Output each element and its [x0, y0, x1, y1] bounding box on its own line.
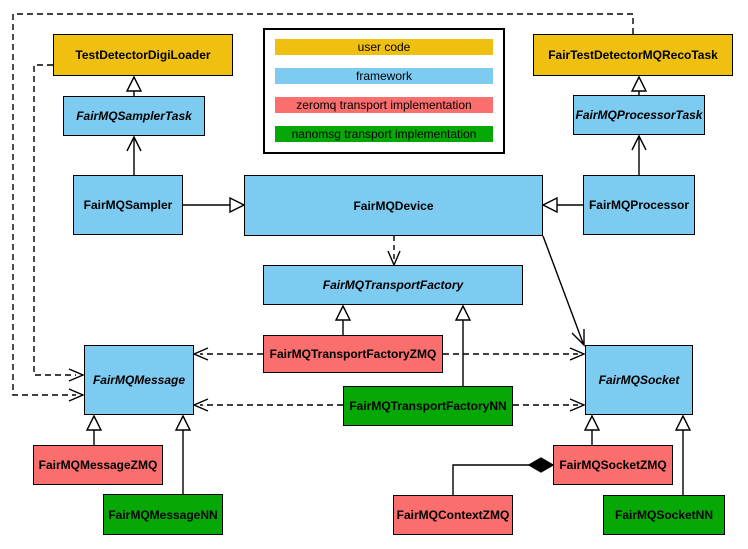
legend-framework: framework	[275, 68, 493, 84]
edge-samplertask-digiloader	[125, 75, 143, 96]
hollow-triangle	[674, 414, 692, 431]
hollow-triangle	[125, 75, 143, 92]
edge-processor-to-device	[541, 196, 583, 214]
open-arrowhead	[126, 135, 142, 152]
node-label: FairMQMessage	[92, 373, 186, 387]
node-label: FairMQMessageNN	[108, 507, 218, 522]
open-arrowhead	[68, 388, 85, 402]
node-label: FairMQSocketZMQ	[559, 458, 667, 472]
node-fairmqmessage: FairMQMessage	[84, 345, 194, 415]
hollow-triangle	[334, 304, 352, 321]
open-arrowhead	[569, 347, 586, 361]
edge-messagezmq-to-message	[85, 414, 103, 445]
node-label: FairMQDevice	[353, 198, 434, 213]
legend-framework-label: framework	[355, 69, 412, 83]
legend-zeromq-label: zeromq transport implementation	[296, 98, 472, 112]
node-fairmqtransportfactorynn: FairMQTransportFactoryNN	[343, 386, 513, 426]
edge-contextzmq-to-socketzmq-composition	[452, 457, 555, 495]
edge-device-to-socket	[542, 235, 585, 347]
edge-socketzmq-to-socket	[583, 414, 601, 445]
edge-factorynn-to-factory	[454, 304, 472, 386]
edge-device-to-factory-dashed	[387, 236, 401, 267]
open-arrowhead	[631, 134, 647, 151]
node-fairmqtransportfactoryzmq: FairMQTransportFactoryZMQ	[263, 335, 443, 373]
node-label: FairMQContextZMQ	[396, 508, 510, 522]
open-arrowhead	[192, 347, 209, 361]
node-fairmqcontextzmq: FairMQContextZMQ	[393, 495, 513, 535]
node-label: FairMQProcessorTask	[575, 108, 703, 122]
legend-zeromq: zeromq transport implementation	[275, 97, 493, 113]
edge-factoryzmq-to-factory	[334, 304, 352, 335]
node-label: FairMQTransportFactoryNN	[349, 399, 507, 413]
node-fairmqsamplertask: FairMQSamplerTask	[63, 96, 205, 136]
legend-user-code-label: user code	[357, 40, 411, 54]
node-label: FairTestDetectorMQRecoTask	[548, 48, 718, 62]
filled-diamond	[527, 457, 555, 473]
hollow-triangle	[541, 196, 558, 214]
node-fairmqdevice: FairMQDevice	[244, 175, 543, 236]
node-fairmqtransportfactory: FairMQTransportFactory	[263, 265, 523, 305]
node-label: FairMQProcessor	[588, 198, 690, 212]
hollow-triangle	[630, 75, 648, 92]
hollow-triangle	[583, 414, 601, 431]
legend-nanomsg-label: nanomsg transport implementation	[291, 127, 477, 141]
node-label: FairMQTransportFactoryZMQ	[269, 347, 437, 361]
node-fairmqmessagezmq: FairMQMessageZMQ	[33, 445, 163, 485]
hollow-triangle	[174, 414, 192, 431]
legend-nanomsg: nanomsg transport implementation	[275, 126, 493, 142]
node-fairmqsocketnn: FairMQSocketNN	[603, 495, 725, 535]
node-fairmqsocket: FairMQSocket	[585, 345, 693, 415]
open-arrowhead	[68, 368, 85, 382]
edge-sampler-to-samplertask	[126, 135, 142, 175]
edge-socketnn-to-socket	[674, 414, 692, 495]
node-fairtestdetectormqrecotask: FairTestDetectorMQRecoTask	[533, 34, 733, 76]
edge-messagenn-to-message	[174, 414, 192, 494]
hollow-triangle	[454, 304, 472, 321]
node-fairmqsampler: FairMQSampler	[73, 175, 183, 235]
node-label: FairMQSocket	[598, 373, 680, 387]
node-label: TestDetectorDigiLoader	[75, 48, 211, 62]
node-label: FairMQMessageZMQ	[38, 458, 158, 472]
open-arrowhead	[569, 398, 586, 412]
open-arrowhead	[571, 329, 585, 347]
node-testdetectordigiloader: TestDetectorDigiLoader	[53, 34, 233, 76]
node-label: FairMQSamplerTask	[76, 109, 192, 123]
node-label: FairMQTransportFactory	[322, 278, 464, 292]
node-fairmqprocessor: FairMQProcessor	[583, 175, 695, 235]
legend-user-code: user code	[275, 39, 493, 55]
edge-factorynn-to-socket-dashed	[513, 398, 586, 412]
edge-processortask-recotask	[630, 75, 648, 95]
node-label: FairMQSampler	[83, 198, 173, 212]
edge-factorynn-to-message-dashed	[192, 398, 343, 412]
edge-sampler-to-device	[183, 196, 246, 214]
node-fairmqmessagenn: FairMQMessageNN	[103, 494, 223, 535]
hollow-triangle	[229, 196, 246, 214]
legend: user code framework zeromq transport imp…	[263, 28, 505, 154]
node-fairmqprocessortask: FairMQProcessorTask	[573, 95, 705, 135]
edge-recotask-to-message-dashed	[12, 13, 634, 402]
node-fairmqsocketzmq: FairMQSocketZMQ	[553, 445, 673, 485]
edge-factoryzmq-to-message-dashed	[192, 347, 263, 361]
node-label: FairMQSocketNN	[614, 508, 714, 522]
edge-digiloader-to-message-dashed	[33, 64, 85, 382]
edge-factoryzmq-to-socket-dashed	[443, 347, 586, 361]
open-arrowhead	[192, 398, 209, 412]
edge-processor-to-processortask	[631, 134, 647, 175]
hollow-triangle	[85, 414, 103, 431]
